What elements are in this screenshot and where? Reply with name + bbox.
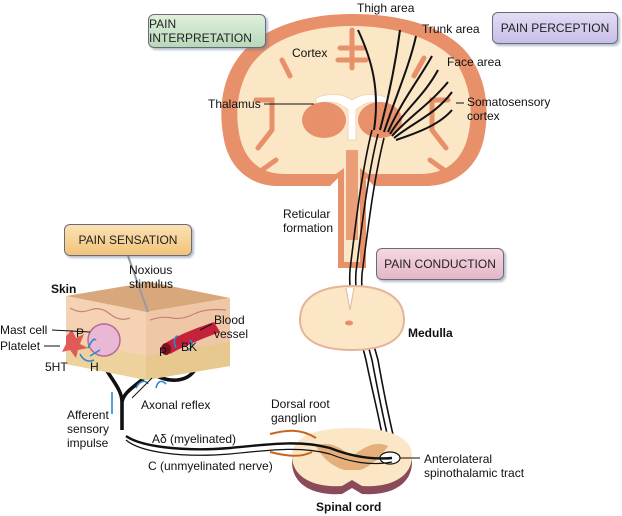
dorsal-root-ganglion [269,429,317,457]
spinal-cord-label: Spinal cord [316,500,382,514]
reticular-strip [346,150,358,240]
a-delta-fiber-label: Aδ (myelinated) [152,432,237,446]
afferent-label-2: sensory [67,422,110,436]
blood-vessel-pointer [199,323,213,331]
pain-interpretation-box: PAIN INTERPRETATION [148,14,266,48]
5ht-label: 5HT [45,360,68,374]
thalamus-left [302,102,346,138]
white-matter [237,26,471,262]
cortical-projections [357,29,453,141]
mast-cell [87,323,121,357]
somatosensory-label-2: cortex [467,109,500,123]
trunk-area-label: Trunk area [422,22,480,36]
afferent-label-3: impulse [67,436,109,450]
noxious-stimulus-label-2: stimulus [129,277,174,291]
anterolateral-label-2: spinothalamic tract [424,466,525,480]
platelet [62,330,88,358]
c-fiber-label: C (unmyelinated nerve) [148,459,273,473]
pain-perception-label: PAIN PERCEPTION [500,21,610,35]
cortex-label: Cortex [292,46,328,60]
pain-conduction-label: PAIN CONDUCTION [384,257,496,271]
noxious-stimulus-label: Noxious [129,263,173,277]
blood-vessel-label: Blood [214,313,245,327]
p-left-label: P [76,326,85,340]
face-area-label: Face area [447,55,502,69]
dorsal-root-ganglion-label-2: ganglion [271,411,317,425]
dorsal-root-ganglion-label: Dorsal root [271,397,330,411]
skin-label: Skin [51,282,77,296]
pain-sensation-label: PAIN SENSATION [78,233,178,247]
afferent-label-1: Afferent [67,408,109,422]
p-right-label: P [159,345,168,359]
thalamus-label: Thalamus [208,97,261,111]
brain [221,14,487,268]
platelet-label: Platelet [0,339,41,353]
pain-sensation-box: PAIN SENSATION [64,224,192,256]
axonal-reflex-pointer [131,377,153,399]
thigh-area-label: Thigh area [357,1,415,15]
blood-vessel [164,322,220,354]
reticular-formation-label-2: formation [283,221,334,235]
mast-cell-label: Mast cell [0,323,48,337]
medulla-label: Medulla [408,326,453,340]
anterolateral-label: Anterolateral [424,452,493,466]
noxious-stimulus-needle [127,255,149,313]
mast-cell-pointer [51,329,91,333]
pain-perception-box: PAIN PERCEPTION [492,12,618,44]
axonal-reflex-label: Axonal reflex [141,398,211,412]
bk-label: BK [181,340,198,354]
pain-interpretation-label: PAIN INTERPRETATION [149,17,252,45]
gyri [253,27,451,173]
h-label: H [90,360,99,374]
blood-vessel-label-2: vessel [214,327,249,341]
somatosensory-label: Somatosensory [467,95,551,109]
medulla [298,284,406,352]
pain-conduction-box: PAIN CONDUCTION [376,248,504,280]
reticular-formation-label: Reticular [283,207,331,221]
